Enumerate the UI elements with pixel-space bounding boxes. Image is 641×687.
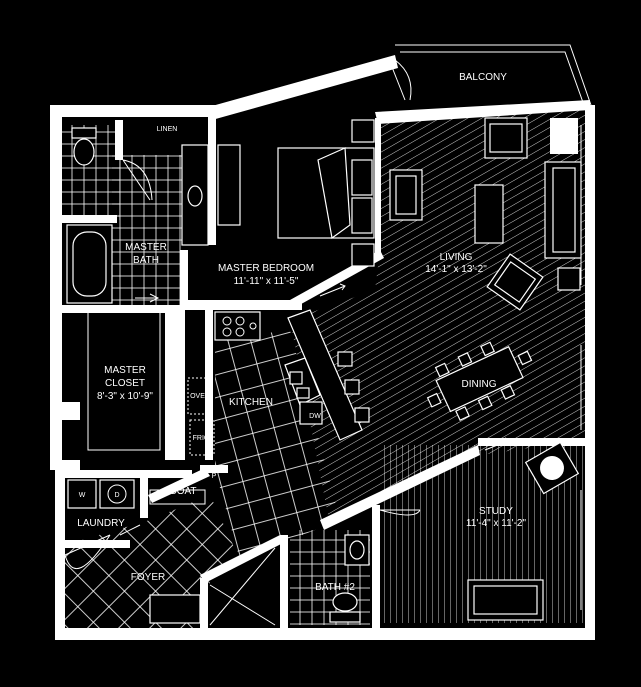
- wc-floor: [62, 125, 120, 220]
- foyer-label: FOYER: [131, 572, 165, 583]
- dresser: [217, 144, 241, 226]
- dining-table: [426, 341, 533, 421]
- bath2-label: BATH #2: [315, 582, 355, 593]
- master-bedroom-dims: 11'-11" x 11'-5": [234, 276, 299, 287]
- hall-closet: [209, 547, 276, 626]
- kitchen-floor: [215, 330, 340, 560]
- master-closet-dims: 8'-3" x 10'-9": [97, 391, 153, 402]
- oven: [187, 377, 213, 415]
- toilet-master: [71, 127, 97, 166]
- kitchen-counter: [214, 311, 323, 425]
- study-door[interactable]: [379, 509, 421, 516]
- entry-door[interactable]: [64, 534, 111, 570]
- bathtub: [66, 224, 113, 304]
- vanity-master: [181, 144, 209, 246]
- master-bath-label-2: BATH: [133, 255, 159, 266]
- laundry-label: LAUNDRY: [77, 518, 125, 529]
- living-dims: 14'-1" x 13'-2": [425, 264, 487, 275]
- pantry-label: P: [212, 473, 217, 480]
- master-bath-door[interactable]: [122, 159, 153, 201]
- washer-dryer: [67, 479, 135, 509]
- balcony-door[interactable]: [389, 59, 412, 101]
- master-closet-label-2: CLOSET: [105, 378, 145, 389]
- master-bath-floor: [112, 155, 182, 305]
- study-furniture: [467, 441, 580, 621]
- oven-label: OVEN: [190, 393, 210, 400]
- foyer-bench: [149, 594, 201, 624]
- study-label: STUDY: [479, 506, 513, 517]
- master-bedroom-label: MASTER BEDROOM: [218, 263, 314, 274]
- linen-label: LINEN: [157, 126, 178, 133]
- balcony-label: BALCONY: [459, 72, 507, 83]
- dining-label: DINING: [462, 379, 497, 390]
- living-label: LIVING: [440, 252, 473, 263]
- shower-door[interactable]: [135, 293, 160, 303]
- vanity-bath2: [344, 534, 370, 566]
- coat-label: COAT: [169, 486, 196, 497]
- walls: [50, 44, 595, 640]
- kitchen-island: [287, 309, 370, 441]
- dishwasher-label: DW: [309, 413, 321, 420]
- coat-closet-rod: [149, 489, 206, 505]
- fridge-label: FRIG: [193, 435, 210, 442]
- washer-label: W: [79, 492, 86, 499]
- study-dims: 11'-4" x 11'-2": [466, 518, 526, 529]
- closet-rod: [87, 311, 161, 451]
- kitchen-label: KITCHEN: [229, 397, 273, 408]
- fridge: [189, 419, 215, 456]
- toilet-bath2: [329, 592, 361, 623]
- dryer-label: D: [114, 492, 119, 499]
- master-closet-label-1: MASTER: [104, 365, 146, 376]
- living-furniture: [389, 117, 582, 311]
- master-bath-label-1: MASTER: [125, 242, 167, 253]
- bed: [277, 119, 375, 267]
- sliding-arrows: [119, 283, 511, 536]
